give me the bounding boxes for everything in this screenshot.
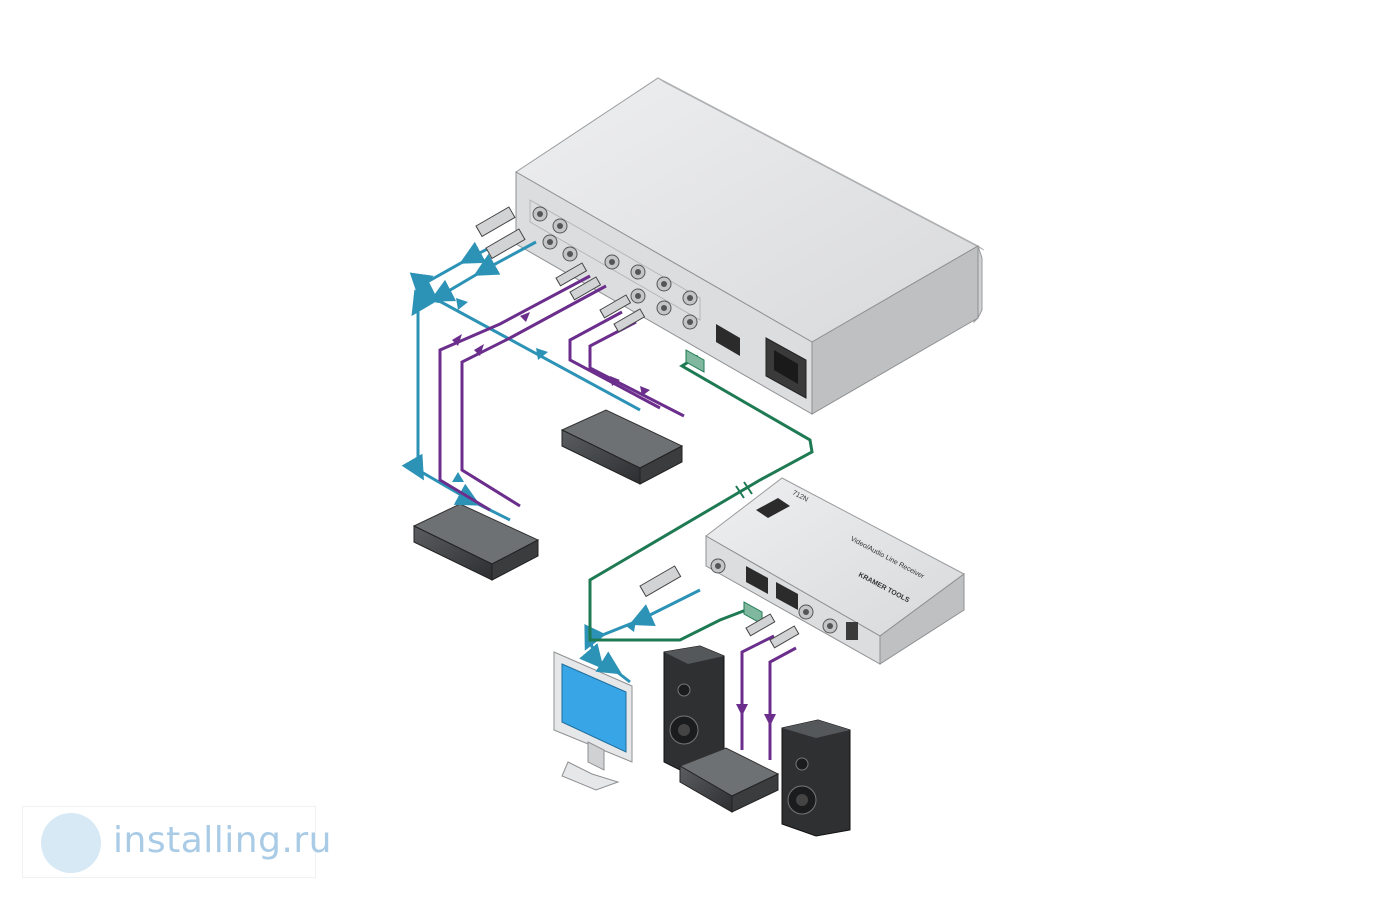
watermark: installing.ru [22, 806, 331, 878]
receiver-device: 712N Video/Audio Line Receiver KRAMER TO… [705, 477, 965, 665]
transmitter-device [515, 77, 985, 415]
amplifier-icon [678, 747, 780, 813]
transmitter-connectors [532, 206, 807, 399]
watermark-logo-icon [41, 813, 101, 873]
speaker-icon [781, 719, 851, 837]
audio-source-icon [560, 409, 684, 485]
line-cable [588, 354, 814, 642]
video-source-icon [412, 503, 540, 581]
rca-plugs [555, 262, 800, 649]
audio-cables [438, 274, 797, 760]
line-cable-break [735, 481, 753, 499]
speaker-icon [663, 645, 725, 775]
monitor-icon [553, 651, 633, 791]
watermark-text: installing.ru [113, 820, 332, 861]
bnc-plugs [475, 206, 682, 598]
rj45-plug [685, 349, 705, 373]
